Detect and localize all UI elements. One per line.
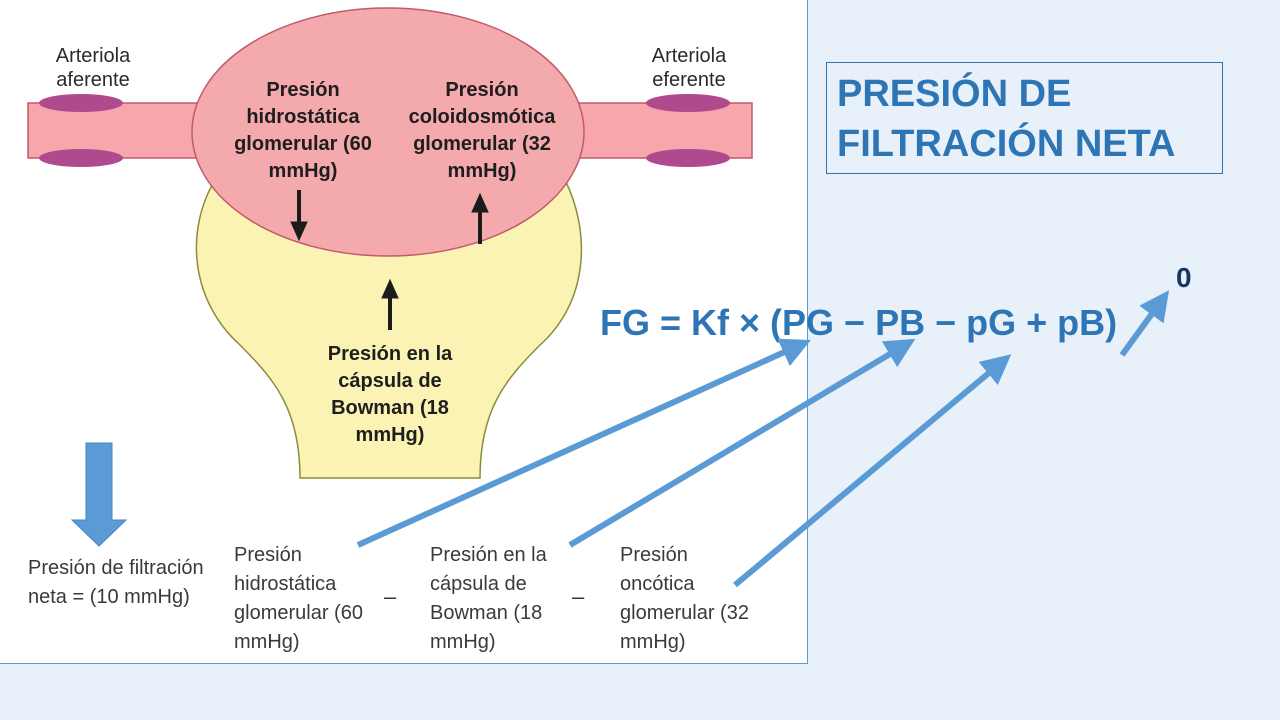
arrow-pib-to-zero (1119, 290, 1170, 357)
filtration-formula: FG = Kf × (PG − PB − pG + pB) (600, 302, 1118, 343)
equation-term-bowman: Presión en la cápsula de Bowman (18 mmHg… (430, 544, 547, 653)
equation-minus-1: – (384, 584, 397, 609)
net-filtration-pressure-label: Presión de filtración neta = (10 mmHg) (28, 557, 204, 608)
zero-annotation: 0 (1176, 262, 1192, 293)
pg-arrow-head (290, 221, 308, 242)
net-pressure-down-arrow (70, 442, 128, 547)
equation-minus-2: – (572, 584, 585, 609)
glomerulus-shape (191, 7, 585, 257)
efferent-wall-top (646, 94, 730, 112)
pb-arrow-head (381, 278, 399, 299)
efferent-wall-bottom (646, 149, 730, 167)
afferent-wall-top (39, 94, 123, 112)
efferent-arteriole-label: Arteriola eferente (651, 45, 727, 91)
glomerular-hydrostatic-pressure-label: Presión hidrostática glomerular (60 mmHg… (234, 79, 372, 182)
glomerular-colloid-pressure-label: Presión coloidosmótica glomerular (32 mm… (408, 79, 556, 182)
bowman-pressure-label: Presión en la cápsula de Bowman (18 mmHg… (327, 343, 453, 446)
equation-term-oncotic: Presión oncótica glomerular (32 mmHg) (620, 544, 749, 653)
equation-term-hydrostatic: Presión hidrostática glomerular (60 mmHg… (234, 544, 363, 653)
pig-arrow-head (471, 192, 489, 213)
afferent-arteriole-label: Arteriola aferente (55, 45, 131, 91)
slide-title: PRESIÓN DE FILTRACIÓN NETA (826, 62, 1223, 174)
afferent-wall-bottom (39, 149, 123, 167)
